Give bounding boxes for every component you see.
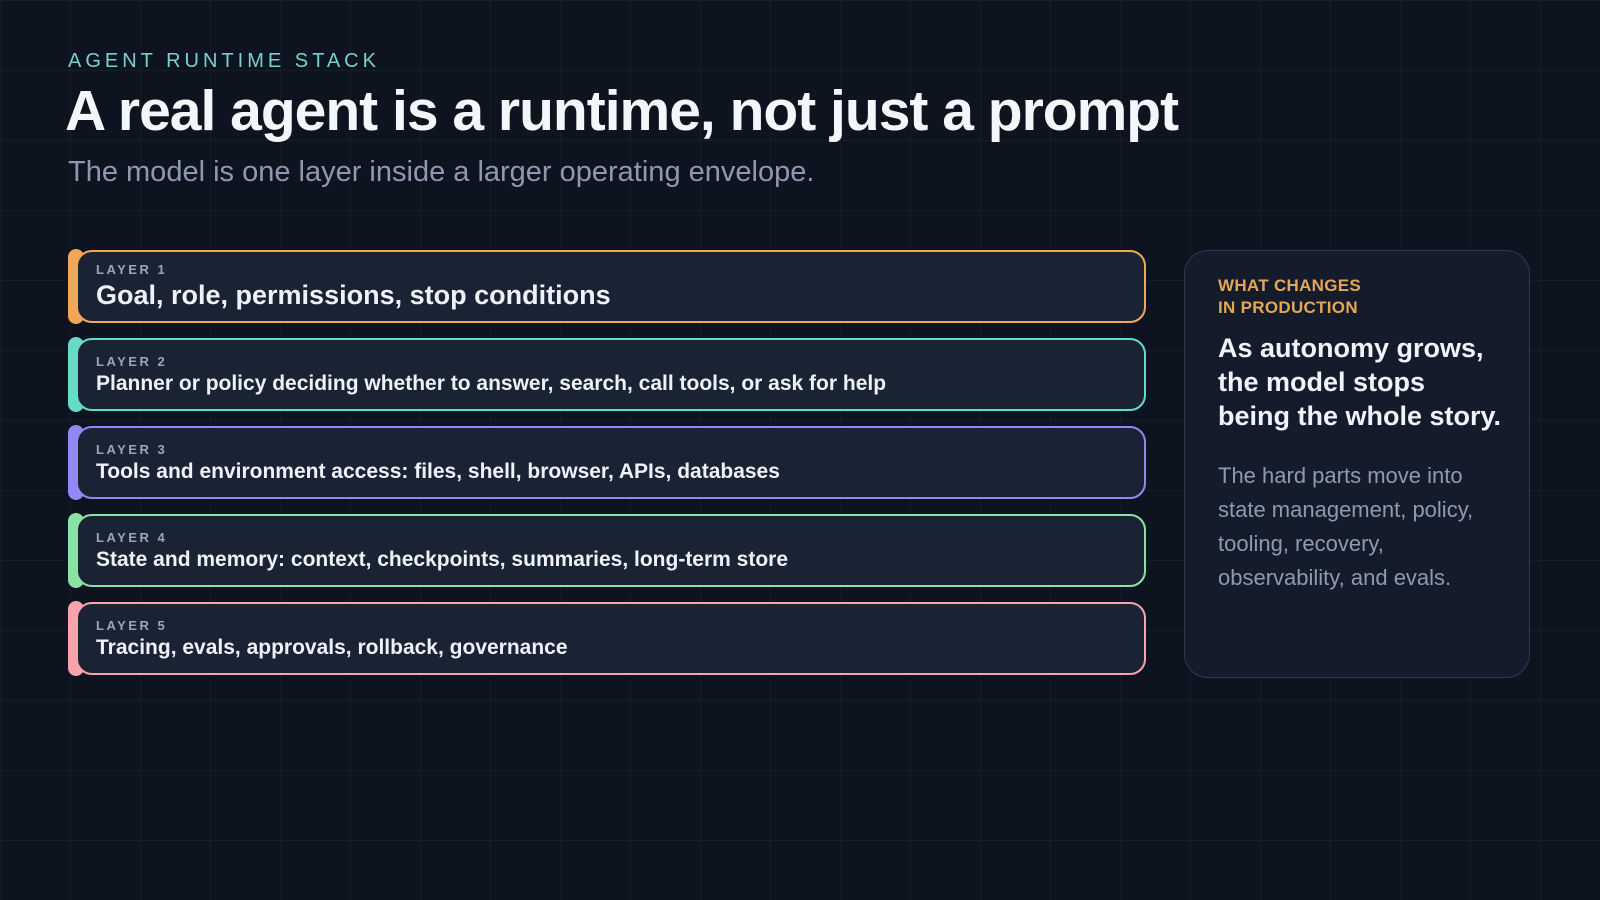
layer-3-title: Tools and environment access: files, she…: [96, 459, 780, 483]
side-panel-heading-line-2: the model stops: [1218, 366, 1426, 397]
layer-3-label: LAYER 3: [96, 441, 168, 457]
layer-card-5: LAYER 5 Tracing, evals, approvals, rollb…: [76, 602, 1146, 675]
side-panel-heading: As autonomy grows, the model stops being…: [1218, 331, 1502, 433]
page-subtitle: The model is one layer inside a larger o…: [68, 156, 815, 188]
layer-card-3: LAYER 3 Tools and environment access: fi…: [76, 426, 1146, 499]
layer-row-1: LAYER 1 Goal, role, permissions, stop co…: [68, 249, 1146, 324]
side-panel-body-line-3: tooling, recovery,: [1218, 530, 1384, 556]
side-panel-body: The hard parts move into state managemen…: [1218, 459, 1499, 595]
layer-row-5: LAYER 5 Tracing, evals, approvals, rollb…: [68, 601, 1146, 676]
side-panel-body-line-2: state management, policy,: [1218, 496, 1474, 522]
side-panel-label-line-2: IN PRODUCTION: [1218, 297, 1358, 317]
side-panel-body-line-4: observability, and evals.: [1218, 564, 1452, 590]
layer-2-label: LAYER 2: [96, 353, 168, 369]
layer-row-4: LAYER 4 State and memory: context, check…: [68, 513, 1146, 588]
side-panel-label: WHAT CHANGES IN PRODUCTION: [1218, 275, 1499, 319]
layer-stack: LAYER 1 Goal, role, permissions, stop co…: [68, 249, 1146, 676]
layer-2-title: Planner or policy deciding whether to an…: [96, 371, 887, 395]
layer-5-title: Tracing, evals, approvals, rollback, gov…: [96, 635, 568, 659]
layer-row-2: LAYER 2 Planner or policy deciding wheth…: [68, 337, 1146, 412]
layer-card-4: LAYER 4 State and memory: context, check…: [76, 514, 1146, 587]
side-panel: WHAT CHANGES IN PRODUCTION As autonomy g…: [1184, 250, 1530, 678]
side-panel-heading-line-3: being the whole story.: [1218, 400, 1502, 431]
page-title: A real agent is a runtime, not just a pr…: [65, 79, 1179, 143]
layer-1-label: LAYER 1: [96, 262, 168, 277]
kicker-label: AGENT RUNTIME STACK: [68, 50, 380, 72]
layer-row-3: LAYER 3 Tools and environment access: fi…: [68, 425, 1146, 500]
layer-card-2: LAYER 2 Planner or policy deciding wheth…: [76, 338, 1146, 411]
side-panel-heading-line-1: As autonomy grows,: [1218, 332, 1484, 363]
layer-4-label: LAYER 4: [96, 529, 168, 545]
layer-card-1: LAYER 1 Goal, role, permissions, stop co…: [76, 250, 1146, 323]
side-panel-label-line-1: WHAT CHANGES: [1218, 276, 1362, 295]
layer-4-title: State and memory: context, checkpoints, …: [96, 547, 789, 571]
side-panel-body-line-1: The hard parts move into: [1218, 462, 1463, 488]
layer-5-label: LAYER 5: [96, 617, 168, 633]
layer-1-title: Goal, role, permissions, stop conditions: [96, 280, 611, 310]
